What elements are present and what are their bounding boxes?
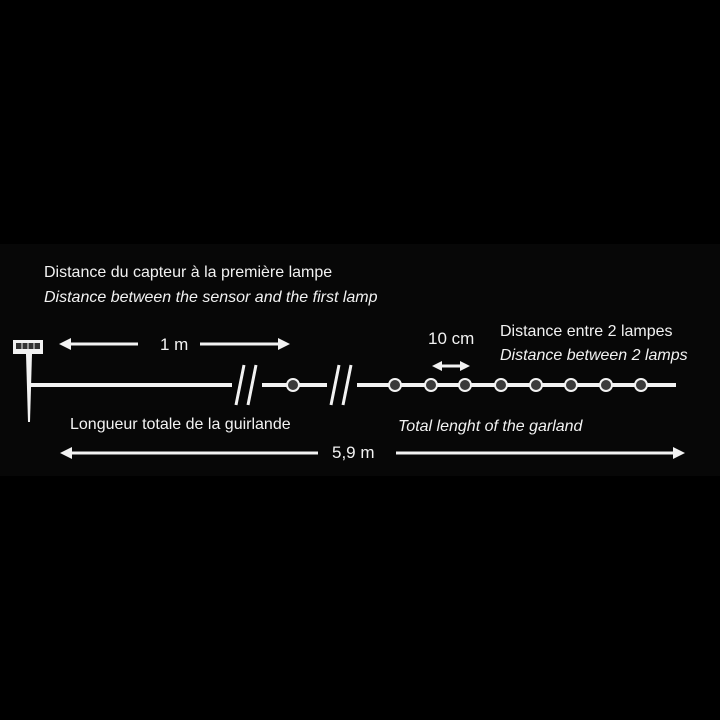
lamp-spacing-arrow (432, 361, 470, 371)
sensor-distance-label-en: Distance between the sensor and the firs… (44, 289, 378, 306)
break-mark (234, 364, 258, 406)
lamp-spacing-value: 10 cm (428, 329, 475, 348)
sensor-distance-label-fr: Distance du capteur à la première lampe (44, 264, 333, 281)
total-length-value: 5,9 m (332, 443, 375, 462)
sensor-distance-value: 1 m (160, 335, 189, 354)
lamps (286, 378, 648, 392)
total-length-label-fr: Longueur totale de la guirlande (70, 416, 291, 433)
lamp-icon (564, 378, 578, 392)
lamp-icon (529, 378, 543, 392)
lamp-icon (424, 378, 438, 392)
break-mark (329, 364, 353, 406)
lamp-icon (458, 378, 472, 392)
total-length-label-en: Total lenght of the garland (398, 418, 583, 435)
lamp-icon (599, 378, 613, 392)
lamp-icon (634, 378, 648, 392)
diagram-band (0, 244, 720, 476)
sensor-distance-arrow (59, 338, 290, 350)
lamp-icon (286, 378, 300, 392)
lamp-icon (388, 378, 402, 392)
total-length-arrow (60, 447, 685, 459)
lamp-spacing-label-en: Distance between 2 lamps (500, 347, 688, 364)
lamp-icon (494, 378, 508, 392)
solar-sensor-icon (13, 340, 43, 422)
lamp-spacing-label-fr: Distance entre 2 lampes (500, 323, 673, 340)
